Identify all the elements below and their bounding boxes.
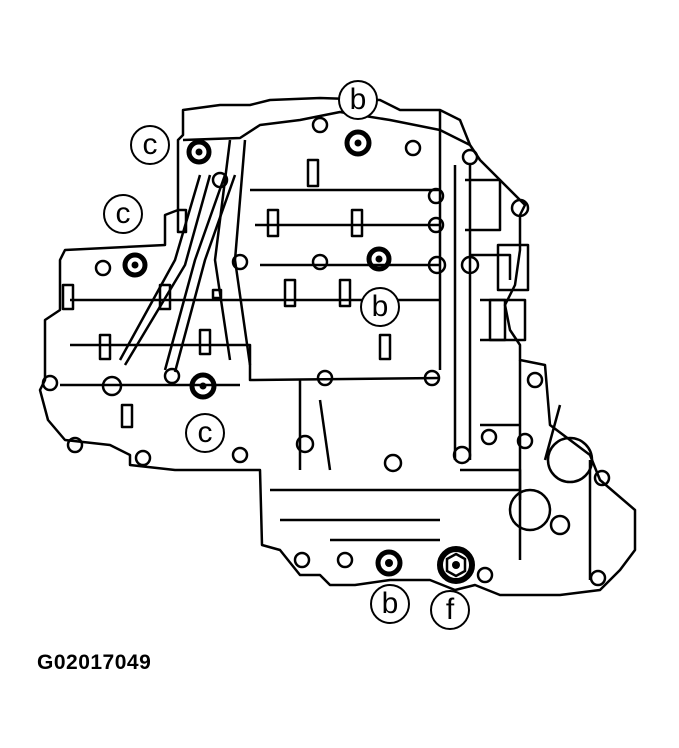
bolt-c-3 — [189, 372, 217, 400]
bolt-c-2 — [122, 252, 148, 278]
bolt-b-1 — [344, 129, 372, 157]
bolt-b-2 — [366, 246, 392, 272]
bolt-b-3 — [375, 549, 403, 577]
valve-body-outline — [38, 96, 637, 597]
callout-c-left: c — [103, 194, 143, 234]
callout-b-center: b — [360, 287, 400, 327]
callout-c-top: c — [130, 125, 170, 165]
callout-b-bottom: b — [370, 584, 410, 624]
bolts — [122, 129, 475, 584]
callout-c-bottom: c — [185, 413, 225, 453]
callout-b-top: b — [338, 80, 378, 120]
bolt-c-1 — [186, 139, 212, 165]
figure-id-label: G02017049 — [37, 651, 152, 674]
callout-f: f — [430, 590, 470, 630]
bolt-f — [437, 546, 475, 584]
